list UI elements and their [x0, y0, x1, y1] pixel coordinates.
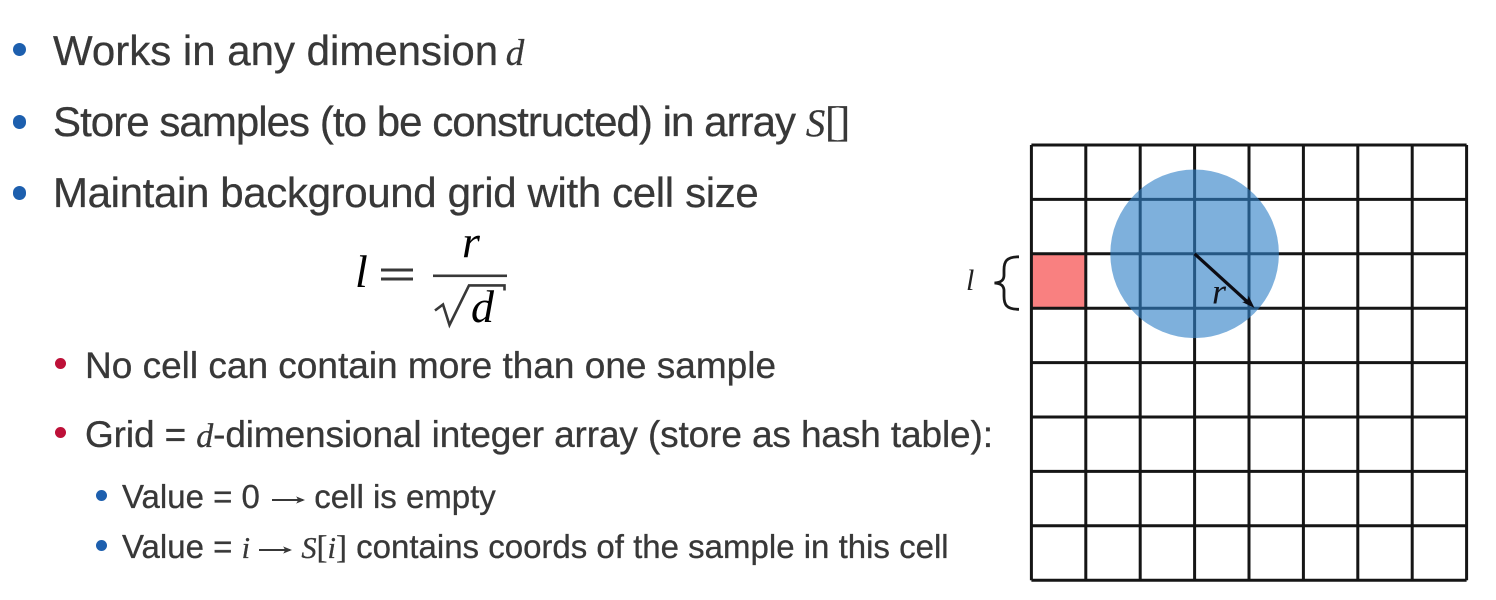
svg-text:l: l	[355, 246, 368, 297]
svg-text:r: r	[1212, 272, 1227, 312]
svg-text:l: l	[966, 264, 974, 297]
svg-text:r: r	[462, 225, 481, 267]
svg-text:d: d	[471, 281, 495, 332]
